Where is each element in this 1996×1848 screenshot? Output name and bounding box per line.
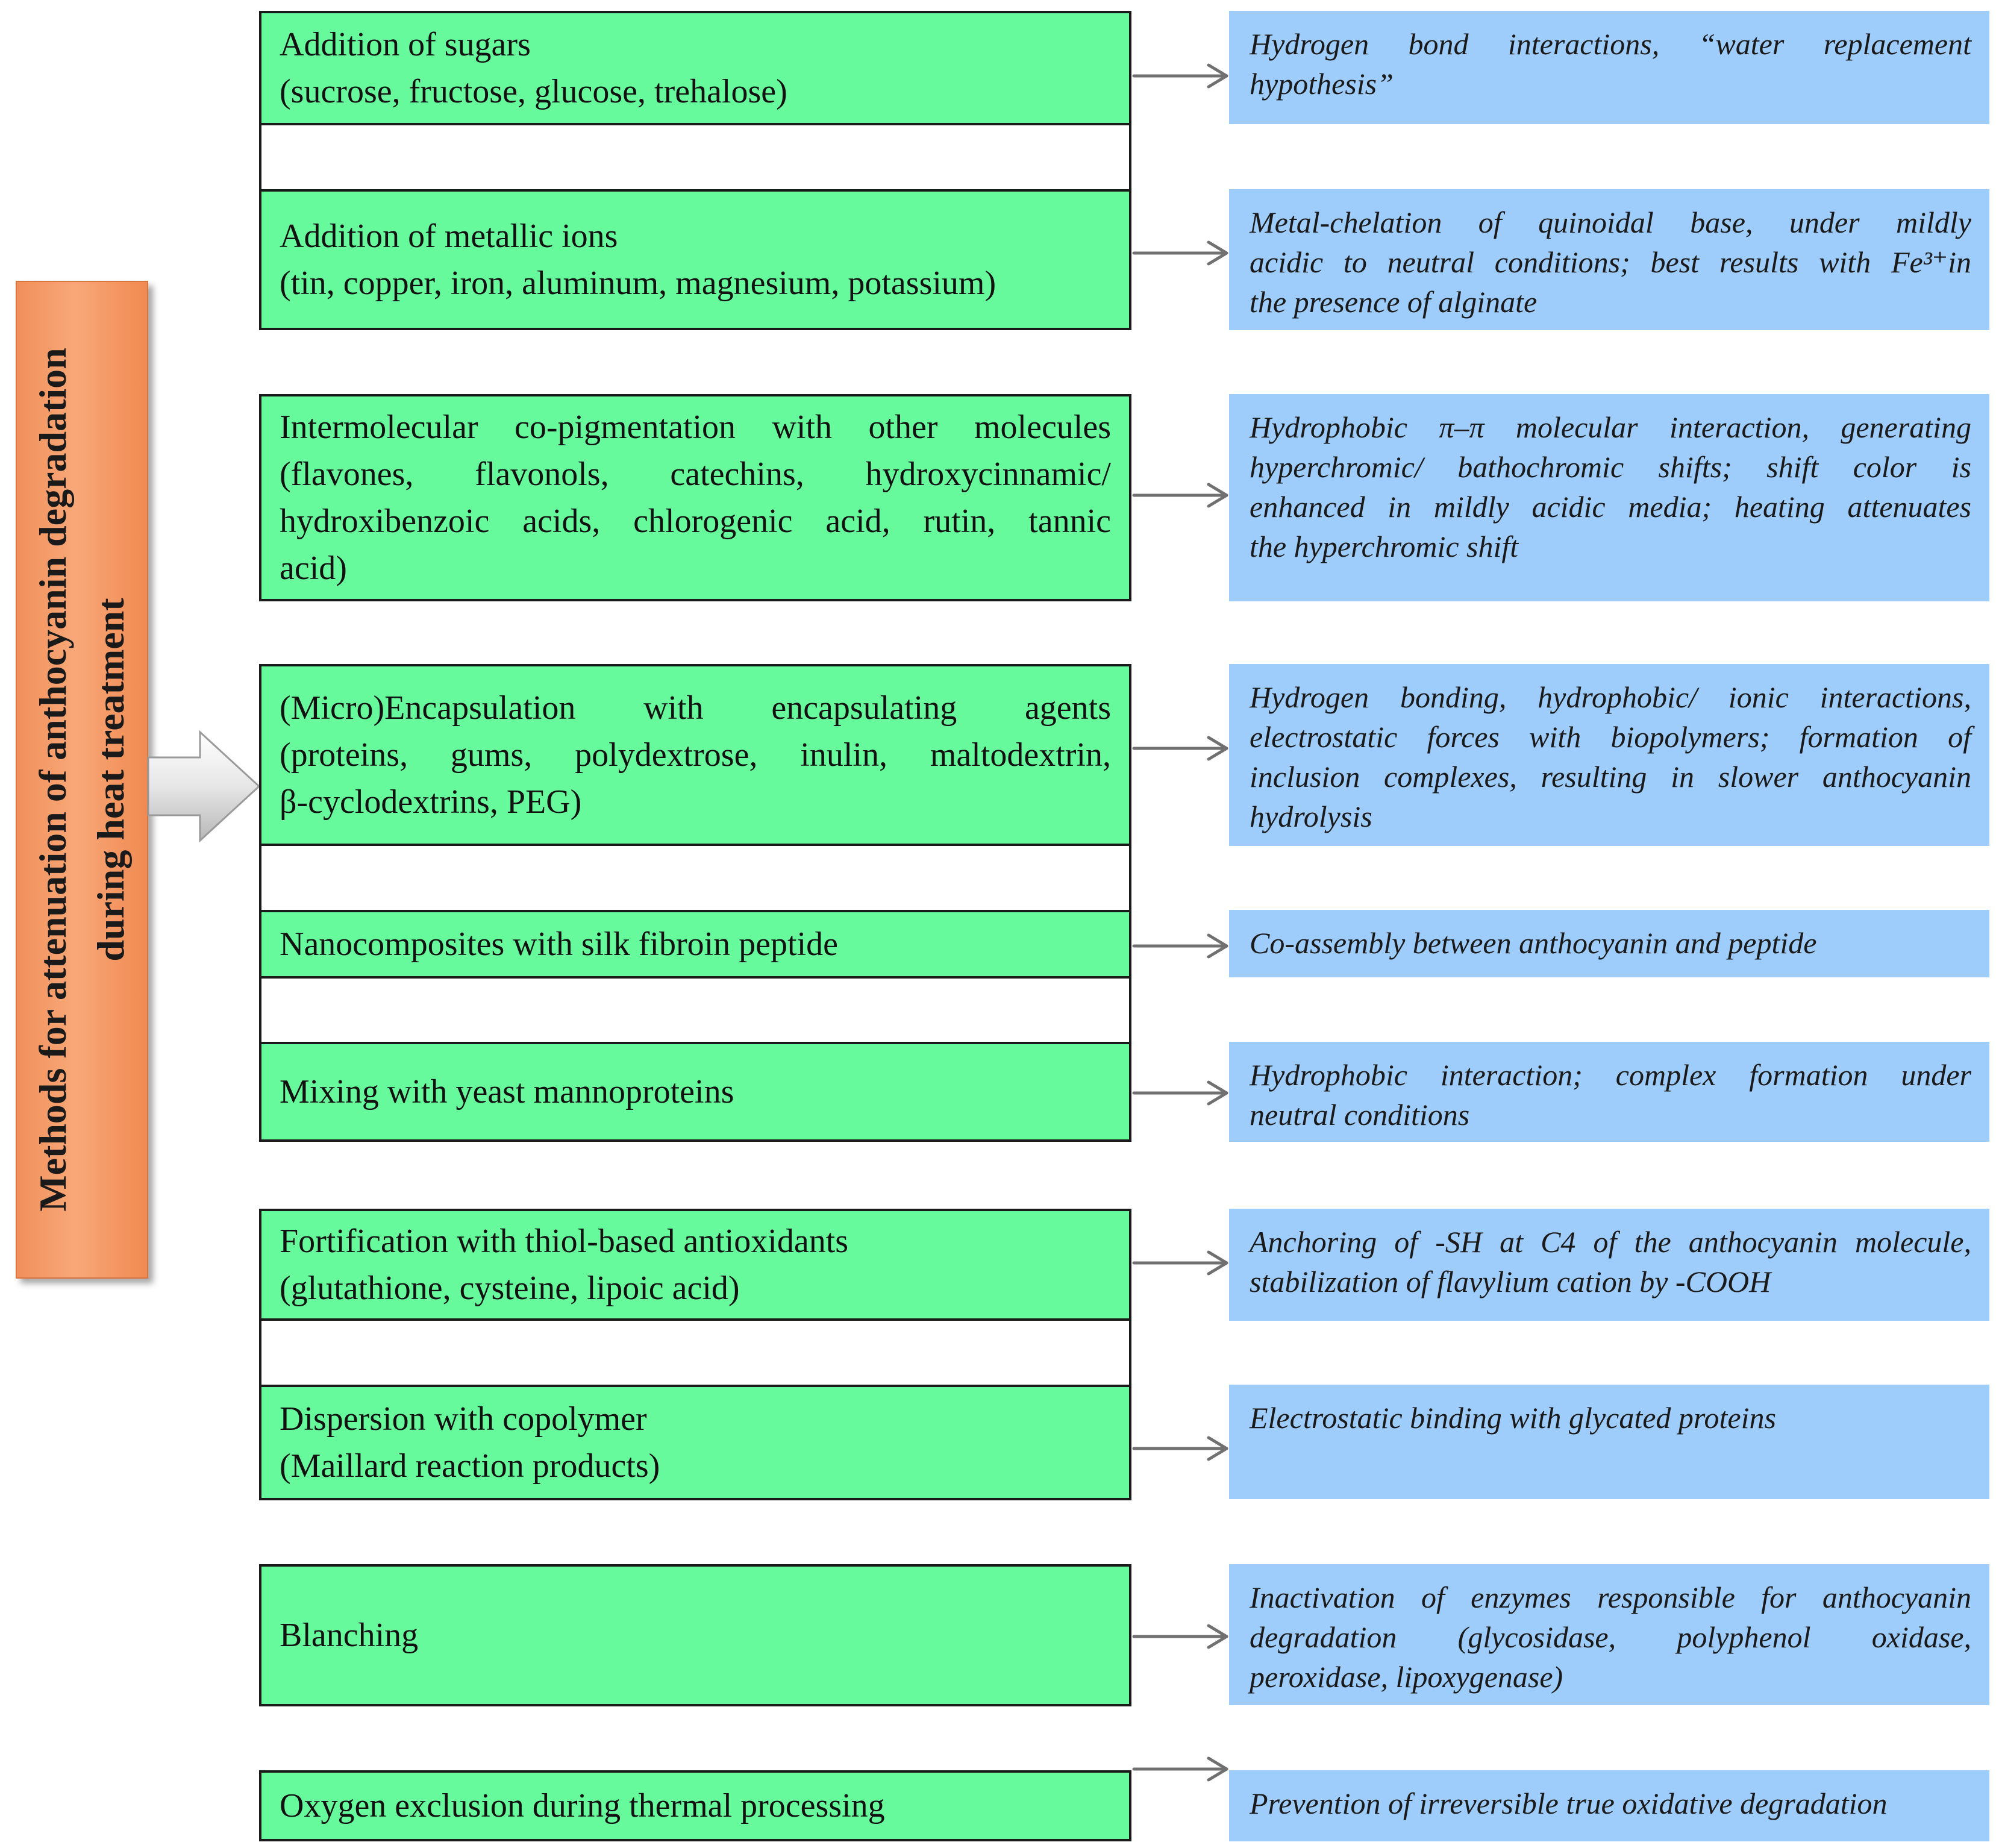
method-8-line-2: (Maillard reaction products) xyxy=(280,1447,660,1485)
method-4-line-1: (Micro)Encapsulation with encapsulating … xyxy=(280,689,1111,727)
mechanism-1-line-2: hypothesis” xyxy=(1250,67,1394,101)
connector-band-4 xyxy=(259,1319,1131,1386)
mechanism-10-line-1: Prevention of irreversible true oxidativ… xyxy=(1250,1787,1888,1820)
method-1-line-2: (sucrose, fructose, glucose, trehalose) xyxy=(280,73,787,110)
method-3-line-3: hydroxibenzoic acids, chlorogenic acid, … xyxy=(280,503,1111,540)
mechanism-8-line-1: Electrostatic binding with glycated prot… xyxy=(1250,1401,1776,1435)
mechanism-7-line-1: Anchoring of -SH at C4 of the anthocyani… xyxy=(1250,1225,1971,1259)
method-7-line-2: (glutathione, cysteine, lipoic acid) xyxy=(280,1270,740,1307)
arrow-icon-7 xyxy=(1132,1250,1228,1276)
method-1-line-1: Addition of sugars xyxy=(280,26,531,63)
mechanism-6-line-2: neutral conditions xyxy=(1250,1098,1470,1132)
mechanism-6-line-1: Hydrophobic interaction; complex formati… xyxy=(1250,1058,1971,1092)
mechanism-3-line-2: hyperchromic/ bathochromic shifts; shift… xyxy=(1250,450,1971,484)
mechanism-3-line-3: enhanced in mildly acidic media; heating… xyxy=(1250,490,1971,524)
method-box-10: Oxygen exclusion during thermal processi… xyxy=(259,1770,1131,1841)
arrow-icon-1 xyxy=(1132,63,1228,89)
method-5-line-1: Nanocomposites with silk fibroin peptide xyxy=(280,926,838,963)
mechanism-2-line-1: Metal-chelation of quinoidal base, under… xyxy=(1250,205,1971,239)
mechanism-9-line-2: degradation (glycosidase, polyphenol oxi… xyxy=(1250,1620,1971,1654)
method-7-line-1: Fortification with thiol-based antioxida… xyxy=(280,1223,849,1260)
mechanism-9-line-1: Inactivation of enzymes responsible for … xyxy=(1250,1580,1971,1614)
method-3-line-1: Intermolecular co-pigmentation with othe… xyxy=(280,409,1111,446)
mechanism-box-1: Hydrogen bond interactions, “water repla… xyxy=(1229,11,1989,124)
mechanism-9-line-3: peroxidase, lipoxygenase) xyxy=(1250,1660,1563,1694)
mechanism-box-4: Hydrogen bonding, hydrophobic/ ionic int… xyxy=(1229,664,1989,846)
mechanism-box-3: Hydrophobic π–π molecular interaction, g… xyxy=(1229,394,1989,601)
mechanism-2-line-3: the presence of alginate xyxy=(1250,285,1538,319)
mechanism-box-2: Metal-chelation of quinoidal base, under… xyxy=(1229,189,1989,330)
mechanism-3-line-1: Hydrophobic π–π molecular interaction, g… xyxy=(1250,410,1971,444)
method-3-line-2: (flavones, flavonols, catechins, hydroxy… xyxy=(280,456,1111,493)
arrow-icon-3 xyxy=(1132,483,1228,508)
method-2-line-2: (tin, copper, iron, aluminum, magnesium,… xyxy=(280,265,996,302)
arrow-icon-9 xyxy=(1132,1624,1228,1649)
method-2-line-1: Addition of metallic ions xyxy=(280,218,618,255)
connector-band-1 xyxy=(259,124,1131,191)
mechanism-7-line-2: stabilization of flavylium cation by -CO… xyxy=(1250,1265,1771,1298)
mechanism-4-line-3: inclusion complexes, resulting in slower… xyxy=(1250,760,1971,794)
mechanism-box-5: Co-assembly between anthocyanin and pept… xyxy=(1229,910,1989,977)
mechanism-box-6: Hydrophobic interaction; complex formati… xyxy=(1229,1042,1989,1142)
method-4-line-3: β-cyclodextrins, PEG) xyxy=(280,783,582,821)
connector-band-2 xyxy=(259,844,1131,912)
arrow-icon-4 xyxy=(1132,736,1228,761)
mechanism-5-line-1: Co-assembly between anthocyanin and pept… xyxy=(1250,926,1817,960)
mechanism-box-8: Electrostatic binding with glycated prot… xyxy=(1229,1385,1989,1499)
method-box-1: Addition of sugars (sucrose, fructose, g… xyxy=(259,11,1131,125)
method-box-3: Intermolecular co-pigmentation with othe… xyxy=(259,394,1131,601)
mechanism-4-line-1: Hydrogen bonding, hydrophobic/ ionic int… xyxy=(1250,680,1971,714)
method-box-5: Nanocomposites with silk fibroin peptide xyxy=(259,910,1131,979)
method-4-line-2: (proteins, gums, polydextrose, inulin, m… xyxy=(280,736,1111,774)
method-3-line-4: acid) xyxy=(280,550,347,587)
arrow-icon-10 xyxy=(1132,1756,1228,1782)
method-9-line-1: Blanching xyxy=(280,1617,419,1654)
method-box-2: Addition of metallic ions (tin, copper, … xyxy=(259,189,1131,330)
method-8-line-1: Dispersion with copolymer xyxy=(280,1400,647,1438)
mechanism-4-line-4: hydrolysis xyxy=(1250,800,1372,833)
mechanism-box-7: Anchoring of -SH at C4 of the anthocyani… xyxy=(1229,1209,1989,1321)
mechanism-box-10: Prevention of irreversible true oxidativ… xyxy=(1229,1770,1989,1841)
arrow-icon-6 xyxy=(1132,1080,1228,1106)
arrow-icon-5 xyxy=(1132,933,1228,959)
method-box-9: Blanching xyxy=(259,1564,1131,1706)
method-box-4: (Micro)Encapsulation with encapsulating … xyxy=(259,664,1131,846)
mechanism-1-line-1: Hydrogen bond interactions, “water repla… xyxy=(1250,27,1971,61)
method-10-line-1: Oxygen exclusion during thermal processi… xyxy=(280,1787,885,1825)
mechanism-2-line-2: acidic to neutral conditions; best resul… xyxy=(1250,245,1971,279)
method-6-line-1: Mixing with yeast mannoproteins xyxy=(280,1073,734,1110)
arrow-icon-2 xyxy=(1132,240,1228,266)
mechanism-box-9: Inactivation of enzymes responsible for … xyxy=(1229,1564,1989,1705)
connector-band-3 xyxy=(259,976,1131,1044)
arrow-icon-8 xyxy=(1132,1436,1228,1461)
mechanism-3-line-4: the hyperchromic shift xyxy=(1250,530,1519,563)
method-box-7: Fortification with thiol-based antioxida… xyxy=(259,1209,1131,1321)
method-box-8: Dispersion with copolymer (Maillard reac… xyxy=(259,1385,1131,1500)
big-arrow-icon xyxy=(147,730,261,843)
mechanism-4-line-2: electrostatic forces with biopolymers; f… xyxy=(1250,720,1971,754)
method-box-6: Mixing with yeast mannoproteins xyxy=(259,1042,1131,1142)
